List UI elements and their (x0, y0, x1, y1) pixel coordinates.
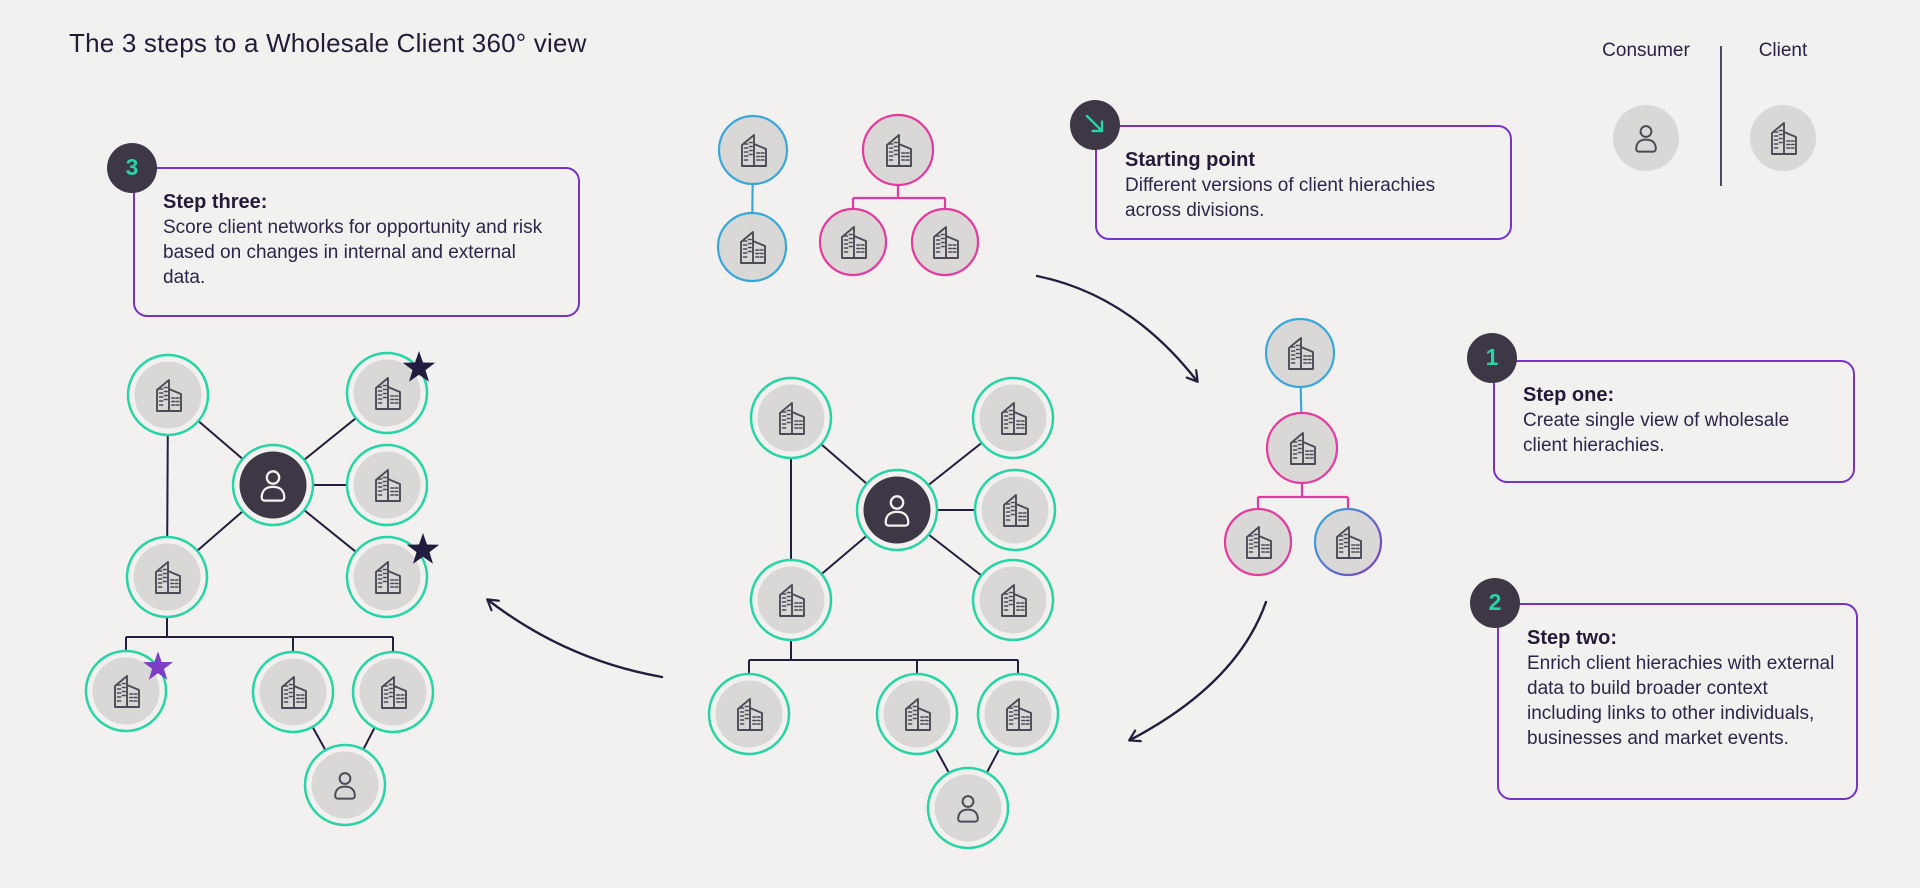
left-network-center-consumer-node (231, 443, 315, 527)
left-network-client-node (345, 535, 429, 619)
unified-elbow-pink (1256, 483, 1350, 542)
network-left-spokes (166, 392, 388, 578)
mid-network-center-consumer-node (855, 468, 939, 552)
division-b-elbow (851, 185, 947, 242)
step-three-badge-number: 3 (125, 153, 139, 180)
step-two-badge: 2 (1470, 578, 1520, 628)
left-network-client-node (126, 353, 210, 437)
step-three-badge: 3 (107, 143, 157, 193)
step-two-callout: Step two: Enrich client hierachies with … (1497, 603, 1858, 800)
mid-network-client-node (749, 558, 833, 642)
step-three-callout: Step three: Score client networks for op… (133, 167, 580, 317)
division-b-child-node (818, 207, 888, 277)
division-b-child-node (910, 207, 980, 277)
step-one-body: Create single view of wholesale client h… (1523, 410, 1790, 456)
division-b-parent-node (861, 113, 935, 187)
mid-network-client-node (971, 376, 1055, 460)
arrow-down-right-icon (1085, 114, 1104, 133)
flow-arrow-to-step-two (1128, 600, 1268, 743)
mid-network-consumer-node (926, 766, 1010, 850)
unified-child-node (1223, 507, 1293, 577)
step-one-callout: Step one: Create single view of wholesal… (1493, 360, 1855, 483)
left-network-client-node (345, 443, 429, 527)
starting-point-body: Different versions of client hierachies … (1125, 175, 1436, 221)
step-one-badge-number: 1 (1485, 343, 1499, 370)
division-a-parent-node (717, 114, 789, 186)
network-mid-spokes (790, 417, 1015, 601)
legend-client-node (1750, 105, 1816, 171)
legend-consumer-label: Consumer (1602, 40, 1690, 61)
flow-arrow-to-step-three (486, 598, 664, 679)
division-a-child-node (716, 211, 788, 283)
mid-network-client-node (976, 672, 1060, 756)
unified-root-node (1264, 317, 1336, 389)
step-three-title: Step three: (163, 191, 268, 213)
left-network-consumer-node (303, 743, 387, 827)
unified-child-gradient-node (1313, 507, 1383, 577)
step-three-body: Score client networks for opportunity an… (163, 217, 543, 288)
step-two-badge-number: 2 (1488, 588, 1502, 615)
starting-point-badge (1070, 100, 1120, 150)
step-two-body: Enrich client hierachies with external d… (1527, 653, 1835, 749)
legend-client-label: Client (1758, 40, 1808, 61)
starting-point-callout: Starting point Different versions of cli… (1095, 125, 1512, 240)
mid-network-client-node (707, 672, 791, 756)
left-network-client-node (345, 351, 429, 435)
unified-mid-node (1265, 411, 1339, 485)
step-one-badge: 1 (1467, 333, 1517, 383)
left-network-client-node (125, 535, 209, 619)
left-network-client-node (84, 649, 168, 733)
left-network-client-node (251, 650, 335, 734)
mid-network-client-node (875, 672, 959, 756)
starting-point-title: Starting point (1125, 149, 1255, 171)
left-network-client-node (351, 650, 435, 734)
legend-consumer-node (1613, 105, 1679, 171)
step-one-title: Step one: (1523, 384, 1615, 406)
mid-network-client-node (971, 558, 1055, 642)
mid-network-client-node (973, 468, 1057, 552)
step-two-title: Step two: (1527, 627, 1617, 649)
flow-arrow-to-step-one (1035, 274, 1199, 383)
page-title: The 3 steps to a Wholesale Client 360° v… (69, 28, 587, 58)
mid-network-client-node (749, 376, 833, 460)
